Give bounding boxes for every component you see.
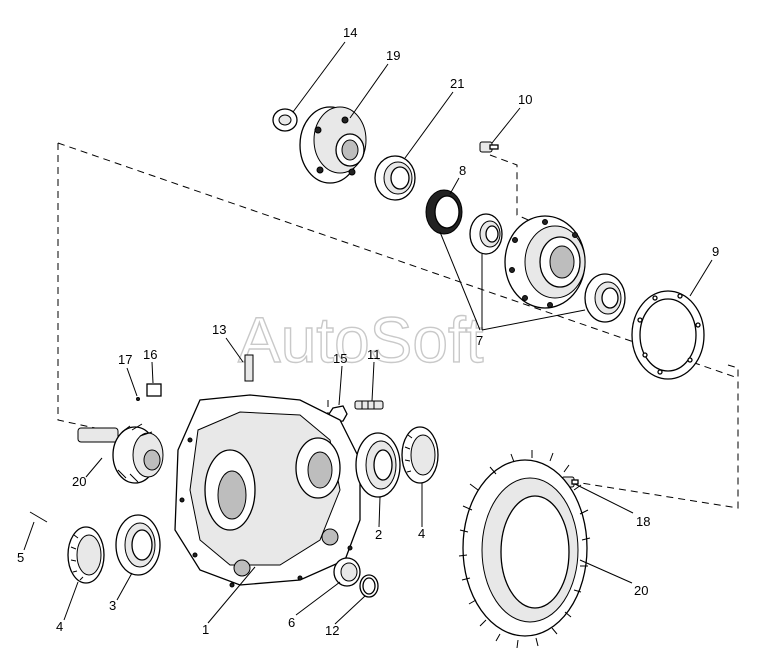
part-5-pin (29, 511, 48, 523)
part-16-shim (146, 383, 162, 397)
callout-4-left: 4 (56, 619, 63, 634)
callout-10: 10 (518, 92, 532, 107)
part-10-bolt (479, 141, 499, 153)
part-20-ring-gear (458, 450, 591, 649)
callout-7: 7 (476, 333, 483, 348)
callout-21: 21 (450, 76, 464, 91)
callout-3: 3 (109, 598, 116, 613)
callout-4-right: 4 (418, 526, 425, 541)
part-7-bearing-small (469, 213, 503, 255)
callout-14: 14 (343, 25, 357, 40)
callout-13: 13 (212, 322, 226, 337)
callout-2: 2 (375, 527, 382, 542)
part-9-gasket (631, 290, 705, 380)
part-7-bearing-large (584, 273, 626, 323)
part-17-pin (136, 397, 140, 401)
callout-9: 9 (712, 244, 719, 259)
callout-18: 18 (636, 514, 650, 529)
callout-12: 12 (325, 623, 339, 638)
part-8-seal-ring (425, 189, 463, 235)
watermark-text: AutoSoft (238, 304, 484, 376)
leader-lines (23, 41, 713, 625)
part-6-small-bearing (333, 557, 361, 587)
callout-20-pinion: 20 (72, 474, 86, 489)
callout-20-ring: 20 (634, 583, 648, 598)
part-4-adjusting-nut-right (401, 426, 439, 484)
callout-8: 8 (459, 163, 466, 178)
part-11-stud (354, 400, 384, 410)
part-2-bearing (355, 432, 401, 498)
callout-11: 11 (367, 347, 381, 362)
part-21-seal (374, 155, 416, 201)
callout-17: 17 (118, 352, 132, 367)
part-12-snap-ring (359, 574, 379, 598)
part-1-carrier-housing (174, 394, 361, 588)
part-3-bearing-cup (115, 514, 161, 576)
part-14-lock-washer (272, 108, 298, 132)
callout-19: 19 (386, 48, 400, 63)
callout-5: 5 (17, 550, 24, 565)
part-13-plate (244, 354, 254, 382)
part-19-flange (299, 106, 367, 184)
callout-labels: 14 19 21 10 8 9 7 13 17 16 15 11 20 5 4 … (17, 25, 719, 638)
callout-15: 15 (333, 351, 347, 366)
callout-1: 1 (202, 622, 209, 637)
part-20-pinion-gear (77, 423, 164, 484)
part-4-adjusting-nut-left (67, 526, 105, 584)
bearing-cage-housing (504, 215, 586, 309)
callout-16: 16 (143, 347, 157, 362)
callout-6: 6 (288, 615, 295, 630)
